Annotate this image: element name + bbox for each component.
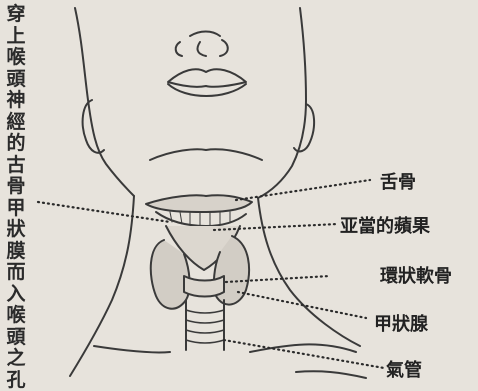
head-left-outline — [75, 8, 134, 196]
head-right-outline — [258, 8, 306, 198]
leader-hyoid — [236, 180, 370, 200]
nose — [176, 32, 228, 57]
neck-left — [70, 196, 134, 376]
leader-thyroid — [238, 292, 366, 318]
label-cricoid: 環狀軟骨 — [380, 262, 452, 288]
clavicle-right — [296, 371, 366, 378]
collar-left — [94, 346, 170, 353]
label-thyroid: 甲狀腺 — [374, 310, 428, 336]
collar-right — [250, 344, 356, 352]
thyrohyoid-membrane — [156, 212, 246, 226]
label-hyoid: 舌骨 — [380, 168, 416, 194]
label-adams-apple: 亚當的蘋果 — [340, 212, 430, 238]
hyoid-bone — [146, 195, 252, 212]
upper-lip — [168, 69, 246, 87]
cricoid-cartilage — [184, 276, 224, 297]
jaw-line — [150, 149, 262, 160]
left-ear — [83, 100, 104, 153]
label-trachea: 氣管 — [386, 356, 422, 382]
